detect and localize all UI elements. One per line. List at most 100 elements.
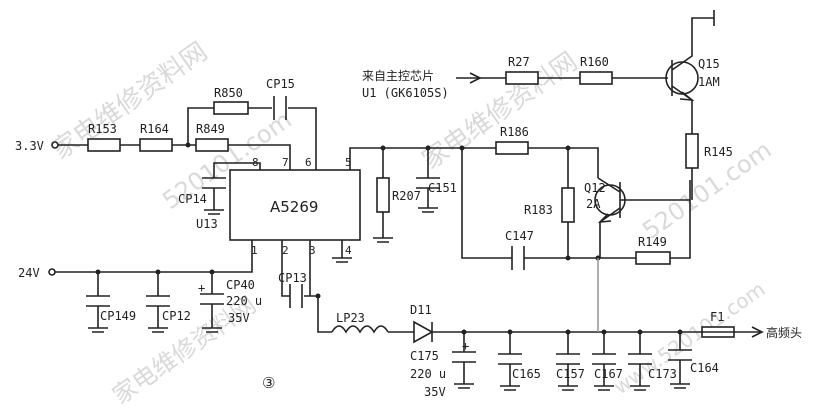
capacitor-label: CP13 [278, 271, 307, 285]
wire [349, 147, 599, 178]
ground-symbol [204, 209, 224, 215]
ground-symbol [88, 327, 108, 333]
resistor-label: R183 [524, 203, 553, 217]
fuse-label: F1 [710, 310, 724, 324]
capacitor-label: CP15 [266, 77, 295, 91]
junction-dot [315, 293, 321, 299]
watermark-text: www.520101.com [609, 277, 769, 399]
polarity-mark: + [198, 281, 205, 295]
wire [58, 144, 291, 170]
transistor-arrow [597, 213, 612, 223]
ic-pin-2: 2 [282, 244, 289, 257]
resistor-r149 [635, 251, 671, 265]
wire [281, 240, 332, 333]
watermark-text: 家电维修资料网 [417, 47, 583, 176]
capacitor-c167 [592, 353, 616, 365]
resistor-r849 [195, 138, 229, 152]
capacitor-label: C167 [594, 367, 623, 381]
polarity-mark: + [462, 339, 469, 353]
resistor-r850 [213, 101, 249, 115]
resistor-r186 [495, 141, 529, 155]
ic-pin-4: 4 [345, 244, 352, 257]
ic-pin-1: 1 [251, 244, 258, 257]
inductor-label: LP23 [336, 311, 365, 325]
ic-pin-3: 3 [309, 244, 316, 257]
ground-symbol [202, 327, 222, 333]
resistor-label: R149 [638, 235, 667, 249]
signal-arrow [469, 72, 482, 84]
input-label-3v3: 3.3V [15, 139, 44, 153]
capacitor-c164 [668, 349, 692, 361]
resistor-label: R153 [88, 122, 117, 136]
wire [55, 240, 253, 273]
diode-d11 [413, 320, 434, 344]
ground-symbol [373, 237, 393, 243]
capacitor-label: CP149 [100, 309, 136, 323]
wire [187, 107, 317, 170]
capacitor-cp14 [202, 177, 226, 189]
wire [461, 148, 691, 259]
ground-symbol [558, 385, 578, 391]
ground-symbol [670, 383, 690, 389]
resistor-label: R850 [214, 86, 243, 100]
capacitor-voltage: 35V [424, 385, 446, 399]
capacitor-label: CP14 [178, 192, 207, 206]
resistor-label: R849 [196, 122, 225, 136]
capacitor-cp13 [289, 284, 303, 308]
capacitor-c157 [556, 353, 580, 365]
input-terminal-24v [48, 268, 56, 276]
capacitor-label: C151 [428, 181, 457, 195]
capacitor-label: C165 [512, 367, 541, 381]
ic-pin-7: 7 [282, 156, 289, 169]
capacitor-voltage: 35V [228, 311, 250, 325]
capacitor-cp15 [273, 96, 287, 120]
transistor-arrow [679, 91, 695, 102]
signal-source-line2: U1 (GK6105S) [362, 86, 449, 100]
capacitor-value: 220 u [410, 367, 446, 381]
wire [213, 162, 261, 210]
capacitor-c151 [416, 177, 440, 189]
capacitor-label: CP12 [162, 309, 191, 323]
inductor-lp23 [331, 325, 389, 334]
resistor-r160 [579, 71, 613, 85]
diode-label: D11 [410, 303, 432, 317]
resistor-r164 [139, 138, 173, 152]
resistor-label: R145 [704, 145, 733, 159]
ic-pin-6: 6 [305, 156, 312, 169]
resistor-r27 [505, 71, 539, 85]
transistor-q15 [665, 61, 699, 95]
signal-source-line1: 来自主控芯片 [362, 69, 434, 83]
capacitor-label: C157 [556, 367, 585, 381]
transistor-label: Q15 [698, 57, 720, 71]
resistor-r145 [685, 133, 699, 169]
capacitor-c173 [628, 353, 652, 365]
resistor-label: R164 [140, 122, 169, 136]
capacitor-value: 220 u [226, 294, 262, 308]
output-label: 高频头 [766, 325, 802, 340]
capacitor-label: C175 [410, 349, 439, 363]
capacitor-label: C147 [505, 229, 534, 243]
ground-symbol [500, 385, 520, 391]
resistor-label: R207 [392, 189, 421, 203]
ic-name: A5269 [270, 198, 318, 216]
ground-symbol [418, 207, 438, 213]
capacitor-cp149 [86, 295, 110, 307]
resistor-label: R27 [508, 55, 530, 69]
transistor-label: Q12 [584, 181, 606, 195]
capacitor-cp12 [146, 295, 170, 307]
figure-number: ③ [262, 374, 275, 392]
resistor-r153 [87, 138, 121, 152]
transistor-type: 2A [586, 197, 601, 211]
ground-symbol [454, 383, 474, 389]
capacitor-c147 [511, 246, 525, 270]
ground-symbol [148, 327, 168, 333]
capacitor-cp40 [200, 293, 224, 305]
wire [597, 177, 690, 258]
ground-symbol [332, 257, 352, 263]
transistor-type: 1AM [698, 75, 720, 89]
resistor-label: R160 [580, 55, 609, 69]
junction-dot [565, 255, 571, 261]
resistor-r207 [376, 177, 390, 213]
